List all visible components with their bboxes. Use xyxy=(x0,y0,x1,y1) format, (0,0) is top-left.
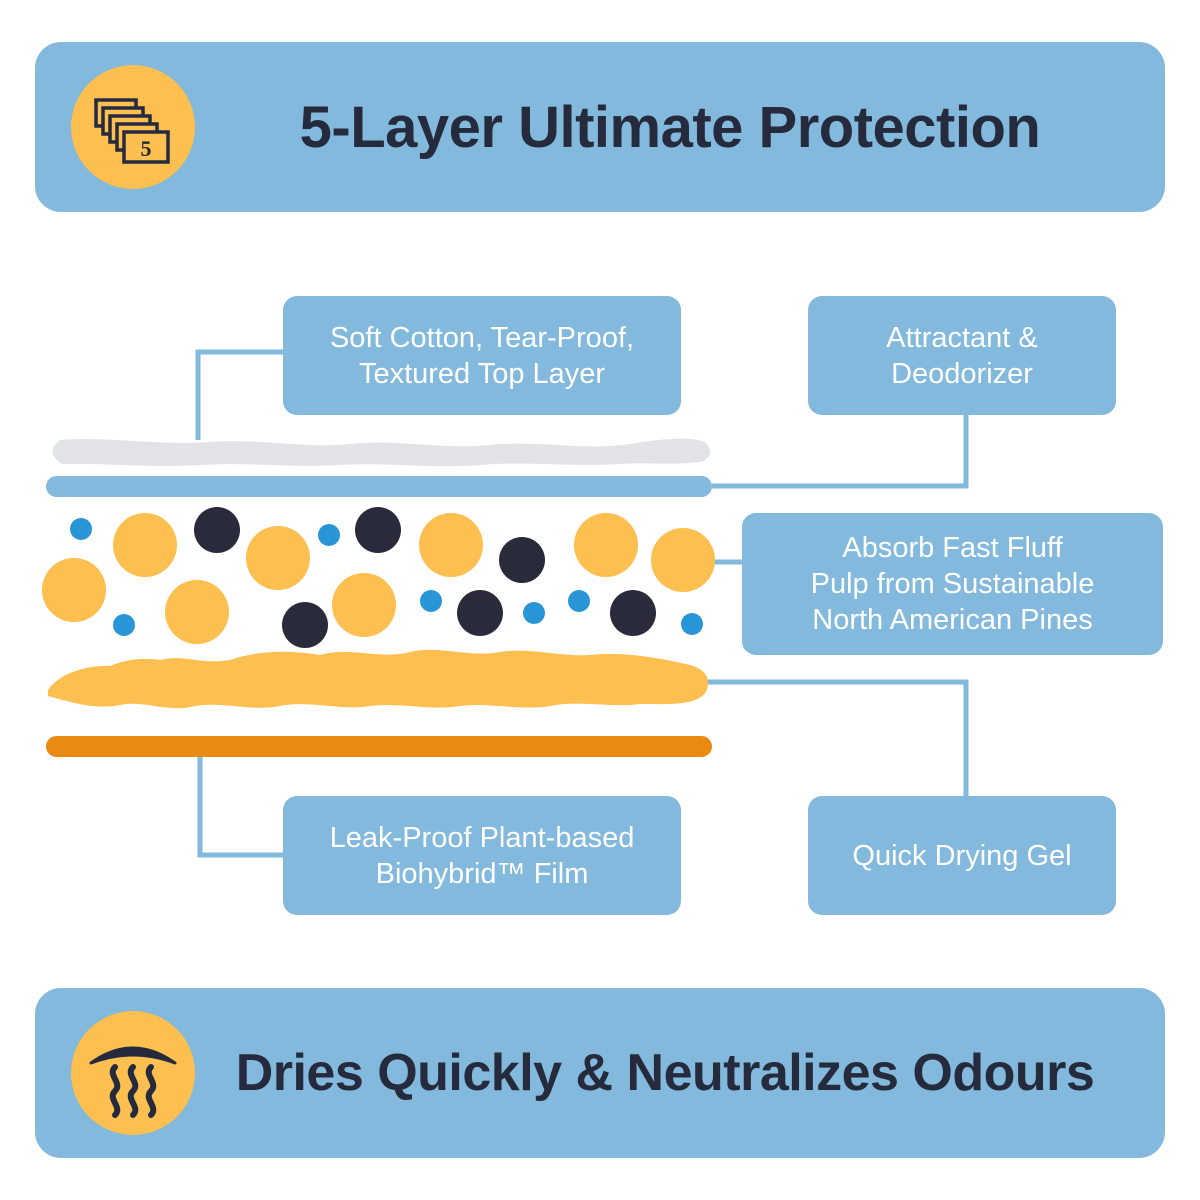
label-deodorizer: Attractant & Deodorizer xyxy=(808,296,1116,415)
label-line: Textured Top Layer xyxy=(358,357,606,390)
gel-layer xyxy=(48,649,708,709)
charcoal-particle xyxy=(457,590,503,636)
connector-top-layer xyxy=(195,349,285,440)
page-title: 5-Layer Ultimate Protection xyxy=(299,94,1041,160)
label-film: Leak-Proof Plant-based Biohybrid™ Film xyxy=(283,796,681,915)
header-banner: 5 5-Layer Ultimate Protection xyxy=(35,42,1165,212)
gel-bead xyxy=(681,613,703,635)
label-line: Biohybrid™ Film xyxy=(375,857,589,890)
footer-banner: Dries Quickly & Neutralizes Odours xyxy=(35,988,1165,1158)
label-line: Leak-Proof Plant-based xyxy=(329,821,635,854)
gel-bead xyxy=(523,602,545,624)
charcoal-particle xyxy=(355,507,401,553)
pulp-particle xyxy=(574,513,638,577)
footer-title: Dries Quickly & Neutralizes Odours xyxy=(235,1044,1095,1102)
gel-bead xyxy=(568,590,590,612)
label-line: Deodorizer xyxy=(891,357,1033,390)
svg-text:5: 5 xyxy=(141,136,152,161)
pulp-particle xyxy=(165,580,229,644)
label-top-layer: Soft Cotton, Tear-Proof, Textured Top La… xyxy=(283,296,681,415)
connector-gel xyxy=(700,679,969,798)
label-line: North American Pines xyxy=(812,604,1093,636)
charcoal-particle xyxy=(499,537,545,583)
connector-deodorizer xyxy=(712,414,969,489)
label-line: Soft Cotton, Tear-Proof, xyxy=(329,321,635,354)
charcoal-particle xyxy=(282,602,328,648)
pulp-particle xyxy=(113,513,177,577)
pulp-particle xyxy=(419,513,483,577)
gel-bead xyxy=(318,524,340,546)
pulp-particle xyxy=(651,528,715,592)
label-line: Pulp from Sustainable xyxy=(810,568,1095,600)
heat-steam-icon xyxy=(89,1046,177,1118)
stacked-layers-5-icon: 5 xyxy=(94,98,170,164)
cotton-top-layer xyxy=(52,438,711,467)
label-gel: Quick Drying Gel xyxy=(808,796,1116,915)
gel-bead xyxy=(113,614,135,636)
label-fluff-pulp: Absorb Fast Fluff Pulp from Sustainable … xyxy=(742,513,1163,655)
charcoal-particle xyxy=(194,507,240,553)
label-line: Quick Drying Gel xyxy=(852,839,1072,872)
film-layer xyxy=(46,736,712,757)
label-line: Attractant & xyxy=(886,321,1038,354)
heat-badge xyxy=(71,1011,195,1135)
connector-film xyxy=(197,746,285,858)
gel-bead xyxy=(70,518,92,540)
pulp-particle xyxy=(246,526,310,590)
label-line: Absorb Fast Fluff xyxy=(842,532,1063,564)
pulp-particle xyxy=(332,573,396,637)
connector-lines xyxy=(195,349,969,858)
fluff-pulp-particles xyxy=(42,507,715,648)
gel-bead xyxy=(420,590,442,612)
deodorizer-layer xyxy=(46,476,712,497)
pulp-particle xyxy=(42,558,106,622)
charcoal-particle xyxy=(610,590,656,636)
layers-badge: 5 xyxy=(71,65,195,189)
